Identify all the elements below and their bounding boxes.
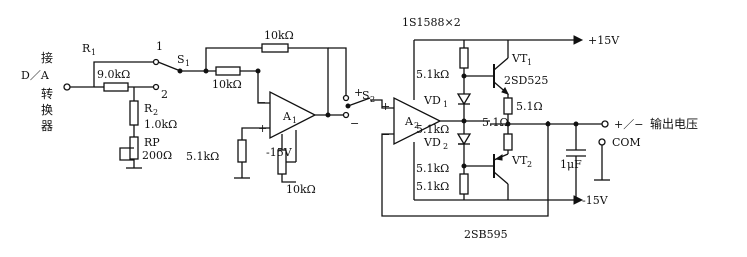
vt1-label: VT [511,52,528,65]
input-label-line1: 接 [41,50,53,65]
r1-label: R [82,42,91,55]
com-label: COM [612,136,641,149]
a1-minus: − [257,96,266,109]
stage-a1 [180,43,340,183]
input-label-line2: D／A [21,69,50,82]
r-trim-value: 10kΩ [286,183,316,196]
vd1-label: VD [423,94,441,107]
s1-subscript: 1 [185,59,190,68]
rp-label: RP [144,136,160,149]
r-e2-value: 5.1Ω [482,116,509,129]
transistor-vt2 [464,124,513,200]
a2-plus: + [381,100,390,113]
output-section [566,120,610,200]
vt2-subscript: 2 [527,160,532,169]
r-bot-value: 5.1kΩ [416,180,449,193]
resistor-r-fb [261,43,289,53]
switch-s2 [328,47,371,119]
diode-vd2 [456,133,472,146]
vt2-model: 2SB595 [464,228,508,241]
a2-subscript: 2 [414,121,419,130]
opamp-a1 [269,90,317,140]
input-label-line3: 转 [41,86,53,101]
a1-subscript: 1 [292,116,297,125]
r-bias-value: 5.1kΩ [186,150,219,163]
rail-pos-label: +15V [588,34,620,47]
stage-a2 [370,96,549,217]
r1-value: 9.0kΩ [97,68,130,81]
input-label: 接 D／A 转 换 器 [21,50,53,133]
s2-contact-minus [342,111,350,119]
a2-label: A [404,115,414,128]
s2-plus-mark: + [354,86,363,99]
a1-plus: + [258,122,267,135]
s1-pos2: 2 [161,88,168,101]
s1-label: S [177,53,185,66]
resistor-r-e1 [503,97,513,115]
power-rails [413,35,584,205]
rail-neg-label: -15V [582,194,609,207]
switch-s1 [152,58,183,91]
resistor-r-e2 [503,133,513,151]
output-label: 输出电压 [650,116,698,131]
s2-contact-plus [342,94,350,102]
vt2-label: VT [511,154,528,167]
trim-supply: -15V [266,146,293,159]
s1-pos1: 1 [156,40,163,53]
vd1-subscript: 1 [443,100,448,109]
r2-label: R [144,102,153,115]
vt1-model: 2SD525 [504,74,548,87]
input-network [70,61,154,169]
r-mid-bot-value: 5.1kΩ [416,162,449,175]
transistor-vt1 [464,40,513,124]
diode-vd1 [456,93,472,106]
resistor-r2 [129,100,139,126]
capacitor-value: 1μF [560,158,582,171]
s1-contact-2 [152,83,160,91]
r-in-value: 10kΩ [212,78,242,91]
s2-label: S [362,89,370,102]
s2-minus-mark: − [350,117,359,130]
r-mid-top-value: 5.1kΩ [416,123,449,136]
diodes-note: 1S1588×2 [402,16,461,29]
output-terminal [601,120,609,128]
s1-blade [157,61,179,71]
r-top-value: 5.1kΩ [416,68,449,81]
r-e1-value: 5.1Ω [516,100,543,113]
opamp-a2 [393,96,442,146]
input-label-line5: 器 [41,119,53,133]
s2-blade [347,97,371,107]
a2-minus: − [381,128,390,141]
resistor-r-in [215,66,241,76]
r2-subscript: 2 [153,108,158,117]
rp-value: 200Ω [142,149,172,162]
resistor-r-bot [459,173,469,195]
resistor-r-top [459,47,469,69]
input-label-line4: 换 [41,103,53,117]
s1-contact-1 [152,58,160,66]
vd2-subscript: 2 [443,142,448,151]
vt1-subscript: 1 [527,58,532,67]
resistor-r1 [103,82,129,92]
output-sign: +／− [614,118,643,131]
com-terminal [598,138,606,146]
resistor-r-bias [237,139,247,163]
r1-subscript: 1 [91,48,96,57]
r-fb-value: 10kΩ [264,29,294,42]
a1-label: A [282,110,292,123]
input-terminal [63,83,71,91]
r2-value: 1.0kΩ [144,118,177,131]
vd2-label: VD [423,136,441,149]
